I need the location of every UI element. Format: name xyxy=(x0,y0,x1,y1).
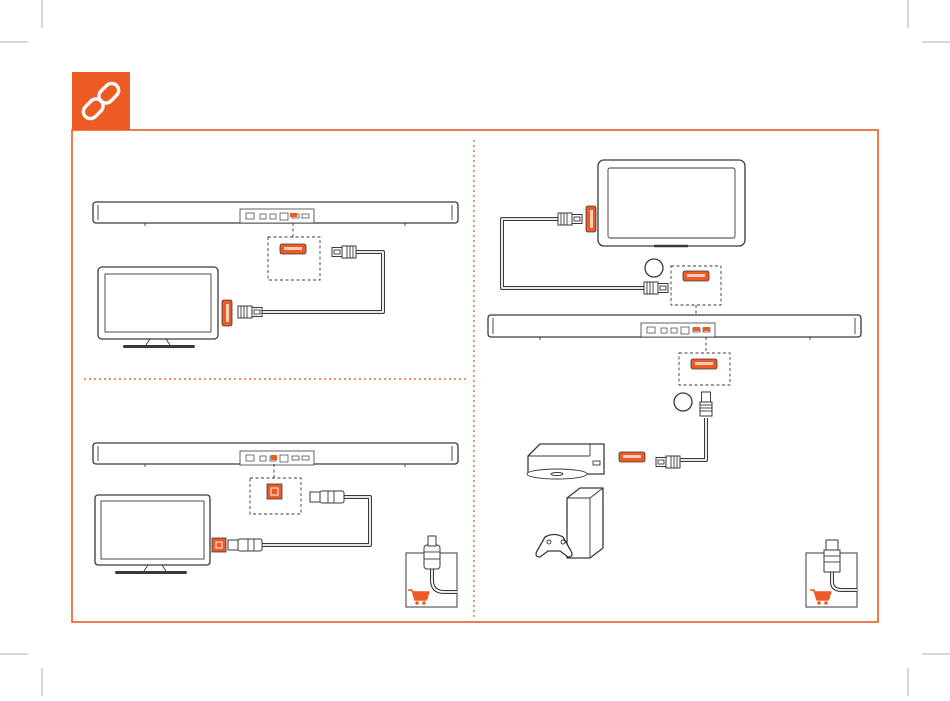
tv-bottom-left xyxy=(95,495,210,574)
hdmi-cable-accessory xyxy=(806,540,857,607)
blu-ray-player xyxy=(527,444,604,479)
tv-top-left xyxy=(98,267,218,348)
optical-panel xyxy=(93,443,458,607)
hdmi-in-panel xyxy=(488,160,861,607)
soundbar-top-left xyxy=(93,202,458,226)
hdmi-arc-panel xyxy=(93,202,458,348)
hdmi-port-icon xyxy=(280,244,306,254)
optical-port-icon xyxy=(267,484,282,499)
soundbar-right xyxy=(488,315,861,340)
tv-right xyxy=(598,160,745,246)
game-console xyxy=(536,488,603,558)
hdmi-port-icon xyxy=(683,271,709,281)
optical-cable-accessory xyxy=(406,536,457,607)
soundbar-bottom-left xyxy=(93,443,458,467)
chain-link-icon xyxy=(72,72,130,130)
